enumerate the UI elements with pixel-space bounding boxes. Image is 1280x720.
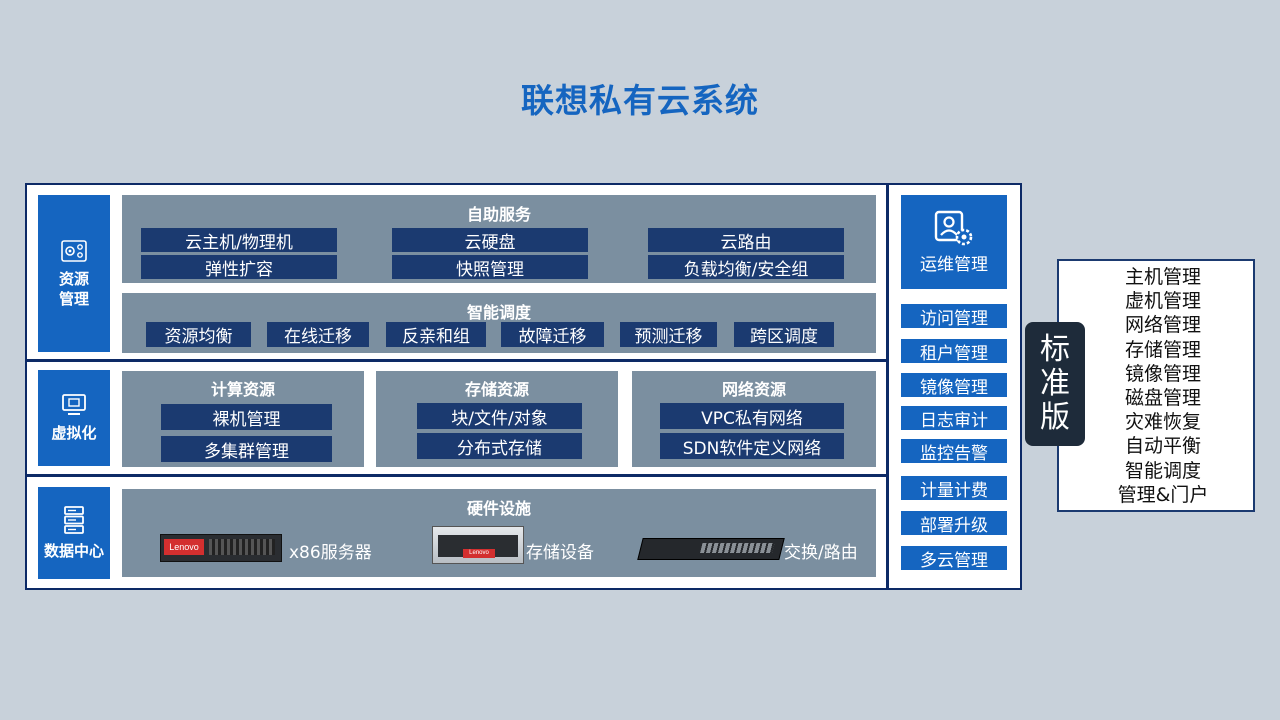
standard-edition-badge: 标 准 版	[1025, 322, 1085, 446]
switch-image	[637, 538, 785, 560]
chip-sdn: SDN软件定义网络	[660, 433, 844, 459]
ops-item-image: 镜像管理	[901, 373, 1007, 398]
chip-cloud-disk: 云硬盘	[392, 228, 588, 253]
ops-item-multicloud: 多云管理	[901, 546, 1007, 571]
feature-item: 网络管理	[1124, 314, 1201, 337]
chip-bare-metal: 裸机管理	[161, 404, 332, 430]
chip-vpc: VPC私有网络	[660, 403, 844, 429]
server-rack-icon	[64, 506, 84, 534]
hardware-label-switch: 交换/路由	[784, 543, 858, 563]
layer-resource-management: 资源 管理	[38, 195, 110, 352]
monitor-icon	[62, 394, 86, 415]
feature-item: 镜像管理	[1124, 362, 1201, 385]
ops-item-monitor-alert: 监控告警	[901, 439, 1007, 464]
chip-snapshot: 快照管理	[392, 255, 588, 280]
feature-item: 自动平衡	[1124, 435, 1201, 458]
lenovo-logo: Lenovo	[463, 549, 495, 558]
layer-datacenter: 数据中心	[38, 487, 110, 579]
feature-item: 磁盘管理	[1124, 387, 1201, 410]
panel-title: 自助服务	[466, 205, 531, 224]
ops-title: 运维管理	[920, 255, 988, 275]
hardware-label-storage: 存储设备	[526, 543, 594, 563]
chip-cloud-host: 云主机/物理机	[141, 228, 337, 253]
ops-item-access: 访问管理	[901, 304, 1007, 329]
separator-line	[26, 474, 888, 477]
panel-title: 硬件设施	[466, 499, 531, 518]
chip-load-balance: 负载均衡/安全组	[648, 255, 844, 280]
hardware-label-x86: x86服务器	[289, 543, 372, 563]
chip-distributed-storage: 分布式存储	[417, 433, 582, 459]
panel-title: 网络资源	[721, 380, 786, 399]
page-title: 联想私有云系统	[521, 81, 759, 120]
ops-item-metering: 计量计费	[901, 476, 1007, 501]
panel-title: 智能调度	[466, 303, 531, 322]
layer-label: 数据中心	[43, 542, 104, 560]
standard-feature-list: 主机管理 虚机管理 网络管理 存储管理 镜像管理 磁盘管理 灾难恢复 自动平衡 …	[1057, 259, 1255, 512]
feature-item: 存储管理	[1124, 338, 1201, 361]
chip-cross-zone: 跨区调度	[734, 322, 834, 347]
feature-item: 主机管理	[1124, 266, 1201, 288]
chip-cloud-router: 云路由	[648, 228, 844, 253]
x86-server-image: Lenovo	[160, 534, 282, 562]
chip-block-file-object: 块/文件/对象	[417, 403, 582, 429]
badge-char: 准	[1040, 366, 1070, 401]
gear-grid-icon	[61, 239, 87, 262]
separator-line	[886, 184, 889, 589]
chip-predictive-migration: 预测迁移	[620, 322, 717, 347]
feature-item: 智能调度	[1124, 459, 1201, 482]
chip-elastic-scaling: 弹性扩容	[141, 255, 337, 280]
feature-item: 灾难恢复	[1124, 411, 1201, 434]
badge-char: 版	[1040, 400, 1070, 435]
panel-title: 计算资源	[210, 380, 275, 399]
badge-char: 标	[1040, 332, 1070, 367]
layer-label: 资源 管理	[58, 269, 89, 308]
feature-item: 管理&门户	[1117, 483, 1209, 506]
chip-live-migration: 在线迁移	[267, 322, 369, 347]
storage-device-image: Lenovo	[432, 526, 524, 564]
chip-anti-affinity: 反亲和组	[386, 322, 486, 347]
lenovo-logo: Lenovo	[164, 539, 204, 555]
ops-item-tenant: 租户管理	[901, 339, 1007, 364]
chip-resource-balance: 资源均衡	[146, 322, 251, 347]
chip-fault-migration: 故障迁移	[501, 322, 604, 347]
layer-virtualization: 虚拟化	[38, 370, 110, 466]
ops-item-deploy-upgrade: 部署升级	[901, 511, 1007, 536]
user-settings-icon	[934, 210, 973, 246]
feature-item: 虚机管理	[1124, 290, 1201, 313]
layer-label: 虚拟化	[51, 424, 97, 442]
ops-item-log-audit: 日志审计	[901, 406, 1007, 431]
separator-line	[26, 359, 888, 362]
ops-management-box: 运维管理	[901, 195, 1007, 289]
chip-multi-cluster: 多集群管理	[161, 436, 332, 462]
panel-title: 存储资源	[464, 380, 529, 399]
